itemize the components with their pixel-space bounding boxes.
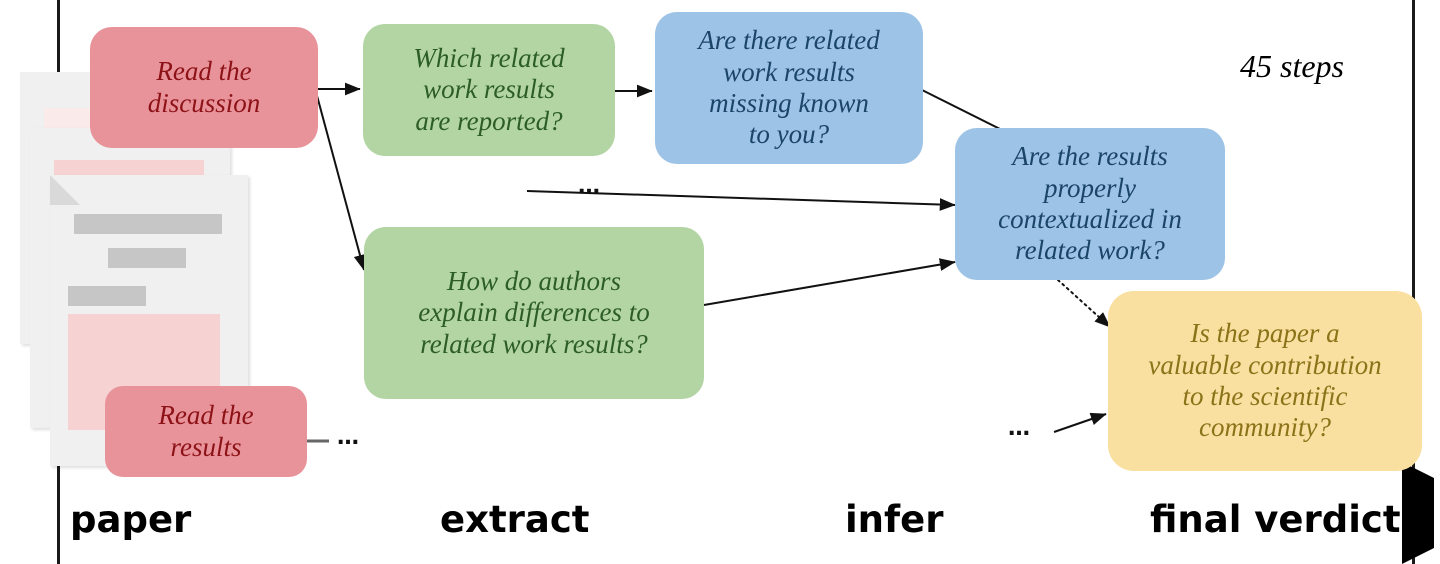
node-results-contextualized[interactable]: Are the results properly contextualized …	[955, 128, 1225, 280]
paper-text-line-3	[68, 286, 146, 306]
node-final-verdict-label: Is the paper a valuable contribution to …	[1148, 318, 1382, 443]
node-how-do-authors-explain[interactable]: How do authors explain differences to re…	[364, 227, 704, 399]
ellipsis-bottom-left: …	[337, 425, 360, 450]
node-read-results-label: Read the results	[158, 400, 254, 462]
ellipsis-mid: …	[578, 174, 601, 199]
node-how-do-authors-explain-label: How do authors explain differences to re…	[418, 266, 650, 359]
edge-ellipsis-to-final-verdict	[1053, 412, 1107, 433]
node-which-related-work-results-label: Which related work results are reported?	[413, 43, 565, 136]
node-missing-known-results-label: Are there related work results missing k…	[698, 25, 880, 150]
stage-caption-final-verdict: final verdict	[1150, 498, 1401, 541]
right-frame-rule	[1412, 0, 1415, 564]
stage-caption-infer: infer	[845, 498, 944, 541]
stage-caption-paper: paper	[70, 498, 192, 541]
node-missing-known-results[interactable]: Are there related work results missing k…	[655, 12, 923, 164]
node-read-discussion-label: Read the discussion	[147, 56, 261, 118]
page-corner-wedge-icon	[1402, 462, 1434, 564]
node-final-verdict[interactable]: Is the paper a valuable contribution to …	[1108, 291, 1422, 471]
paper-text-line-2	[108, 248, 186, 268]
paper-text-line-1	[74, 214, 222, 234]
paper-fold-corner-icon	[50, 175, 80, 205]
edge-ellipsis-to-contextualized	[526, 190, 956, 211]
edge-read-discussion-to-how-authors	[315, 91, 367, 271]
node-read-results[interactable]: Read the results	[105, 386, 307, 477]
ellipsis-final-verdict: …	[1008, 416, 1031, 441]
node-which-related-work-results[interactable]: Which related work results are reported?	[363, 24, 615, 156]
node-read-discussion[interactable]: Read the discussion	[90, 27, 318, 148]
edge-contextualized-to-final-verdict	[1057, 279, 1111, 328]
steps-annotation: 45 steps	[1240, 48, 1344, 84]
stage-caption-extract: extract	[440, 498, 590, 541]
node-results-contextualized-label: Are the results properly contextualized …	[998, 141, 1182, 266]
edge-how-authors-to-contextualized	[703, 258, 956, 306]
